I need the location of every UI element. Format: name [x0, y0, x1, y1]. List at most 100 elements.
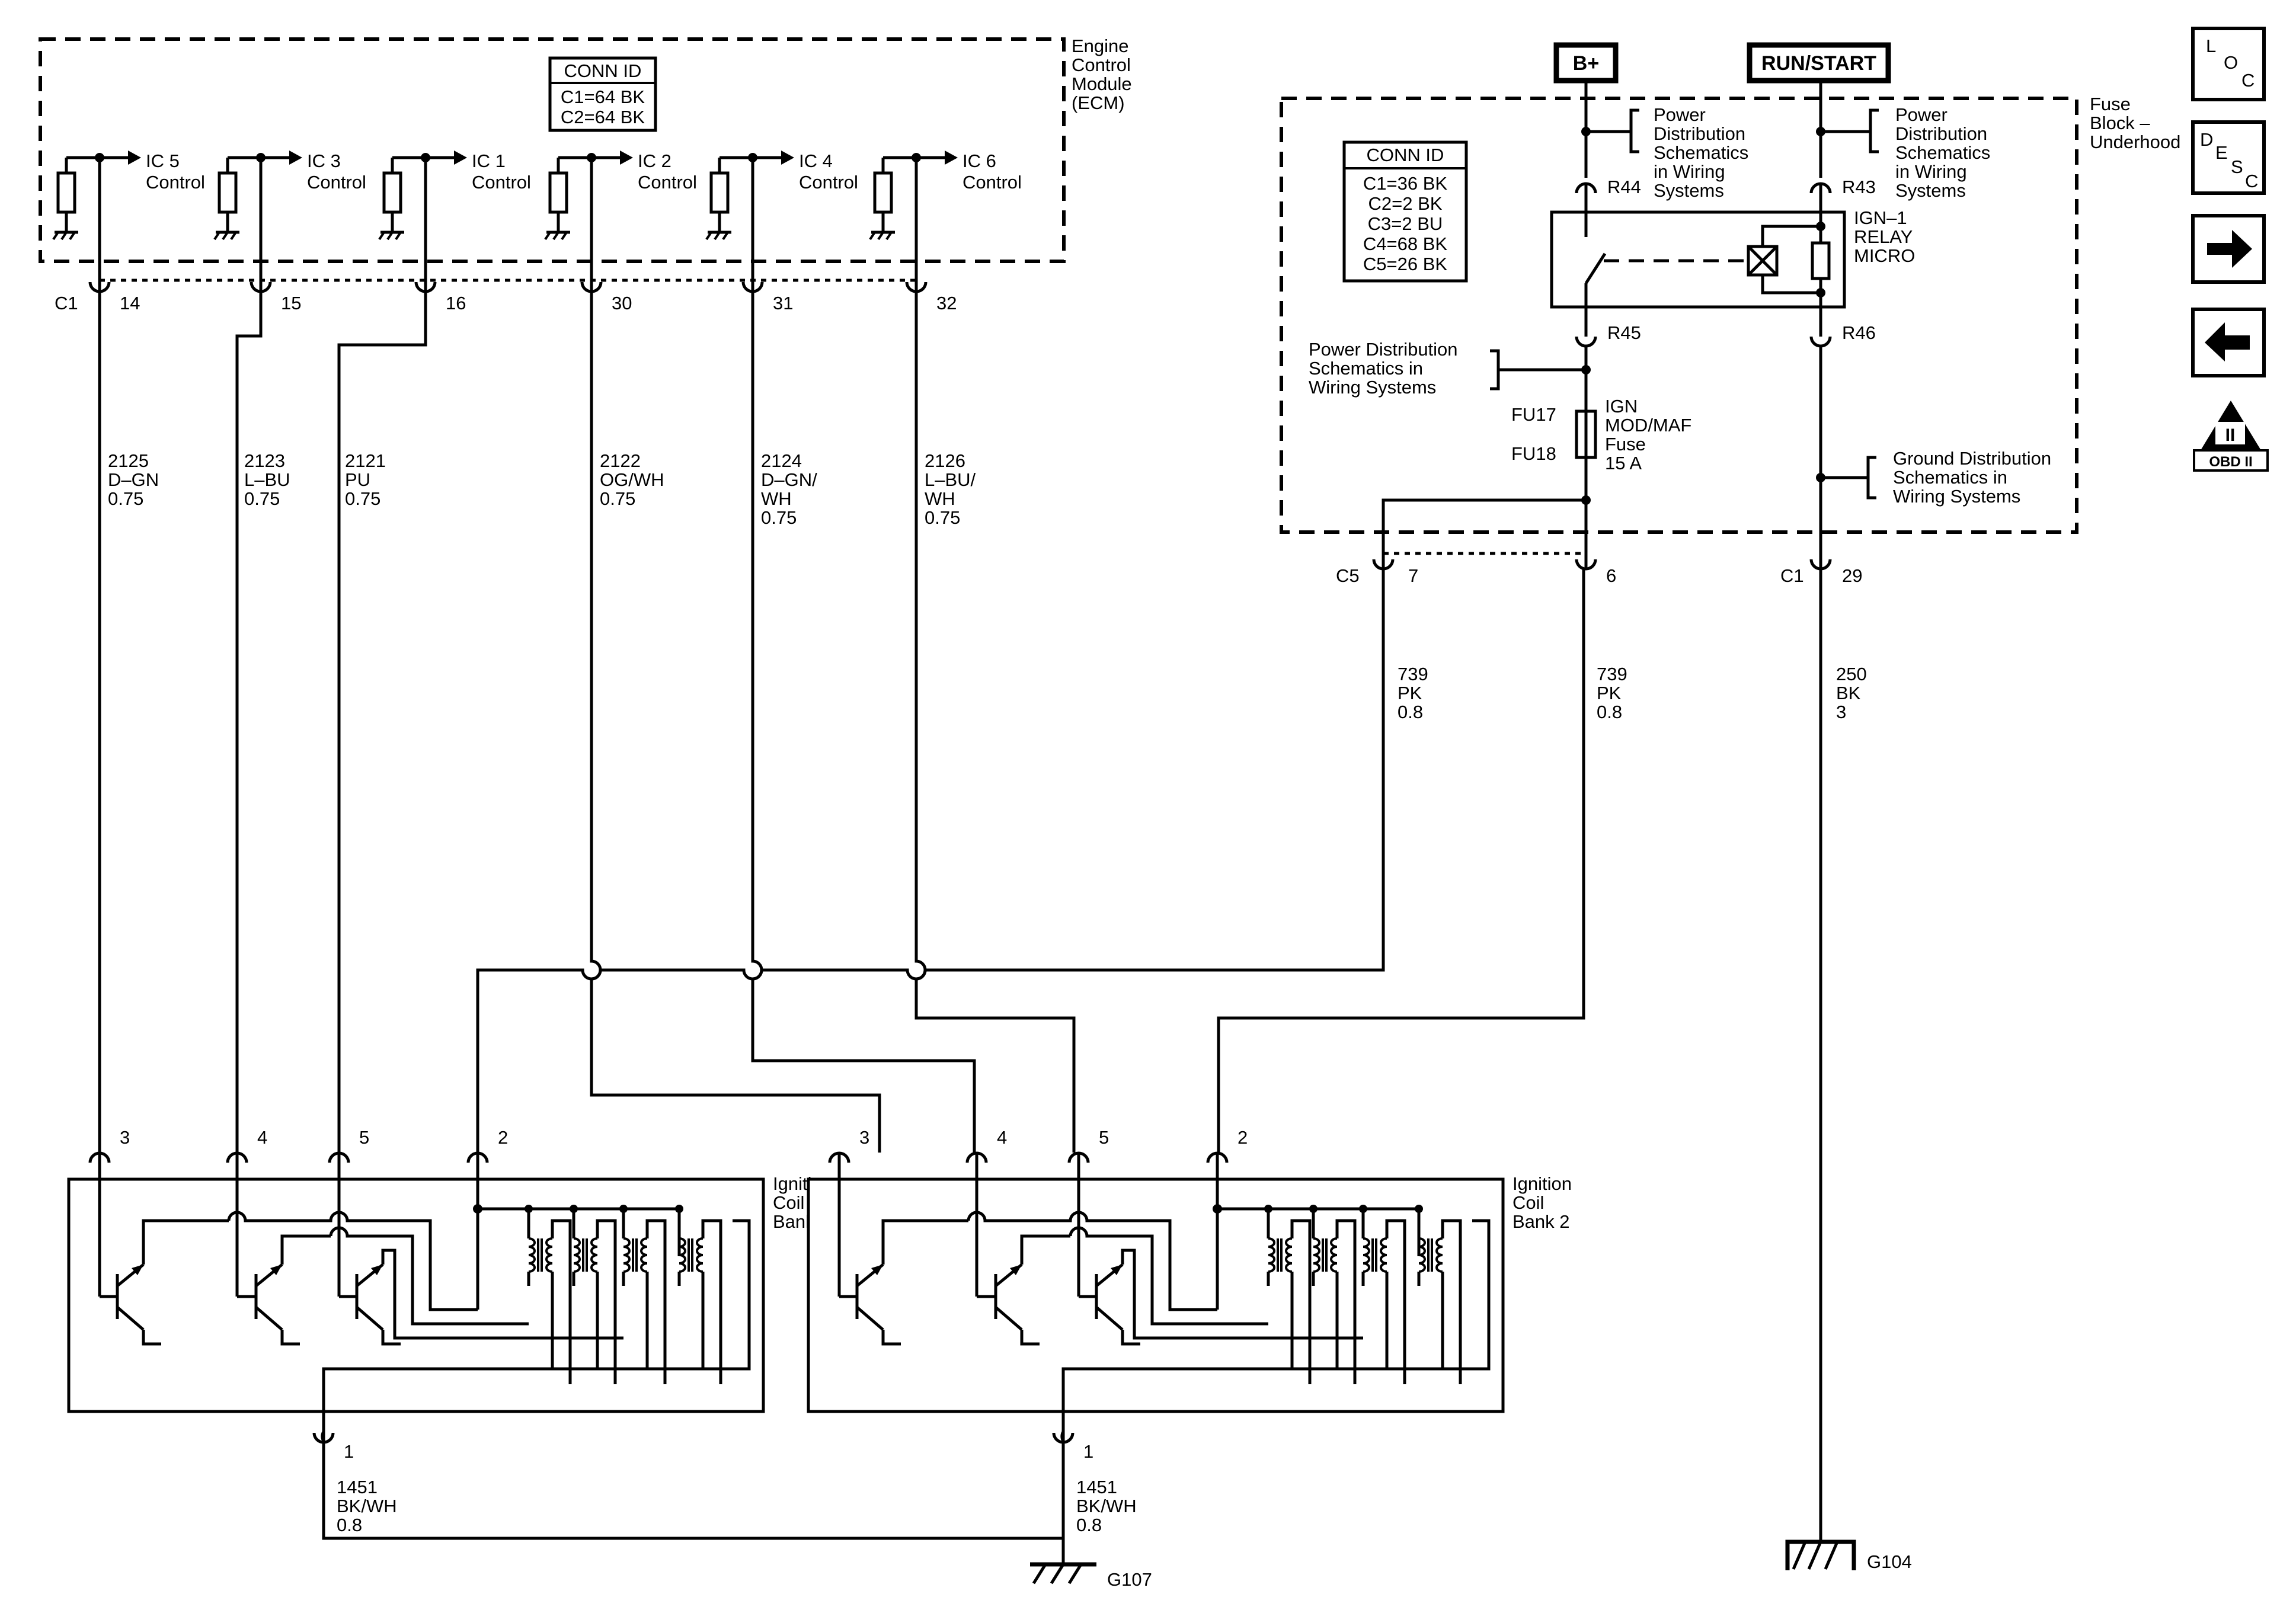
coil-bank-1-label-2: Coil: [773, 1192, 804, 1213]
pd-ref-right-b-5: Systems: [1654, 180, 1724, 201]
fuse-conn-id-title: CONN ID: [1367, 145, 1444, 165]
coil-bank-1-pin-3: 3: [120, 1127, 130, 1148]
desc-letter-c: C: [2245, 171, 2258, 191]
wire-739-left-l2: PK: [1398, 683, 1422, 703]
wire-739-left-l1: 739: [1398, 664, 1428, 684]
fuse-conn-id-line-2: C2=2 BK: [1368, 193, 1443, 214]
next-arrow-icon[interactable]: [2191, 214, 2266, 284]
wire-739-right-l1: 739: [1597, 664, 1627, 684]
c5-pin-6: 6: [1606, 565, 1616, 586]
g104-label: G104: [1867, 1551, 1912, 1572]
bplus-label: B+: [1573, 52, 1599, 75]
ecm-conn-id-line-2: C2=64 BK: [561, 107, 645, 127]
ign1-relay-micro: IGN–1 RELAY MICRO: [1550, 207, 1915, 309]
wire-label-6-l2: L–BU/: [925, 469, 976, 490]
ecm-driver-5-label: IC 4: [799, 151, 833, 171]
coil-bank-2-ground-pin: 1: [1083, 1441, 1093, 1462]
ecm-conn-id-box: CONN ID C1=64 BK C2=64 BK: [548, 56, 657, 132]
r45-label: R45: [1607, 322, 1641, 343]
wire-labels: 2125D–GN0.752123L–BU0.752121PU0.752122OG…: [108, 450, 976, 528]
wire-label-3-l3: 0.75: [345, 488, 380, 509]
fuse-conn-id-line-5: C5=26 BK: [1363, 254, 1448, 274]
pd-ref-right-b-3: Schematics: [1654, 142, 1748, 163]
fuse-block-label-2: Block –: [2090, 113, 2150, 133]
c5-label: C5: [1336, 565, 1360, 586]
wire-label-6-l1: 2126: [925, 450, 965, 471]
coil-bank-1-pin-5: 5: [359, 1127, 369, 1148]
wire-739-left: [476, 569, 1385, 1153]
wire-label-2-l1: 2123: [244, 450, 285, 471]
c1-label: C1: [1780, 565, 1804, 586]
pd-ref-right-r-5: Systems: [1895, 180, 1966, 201]
ign-mod-maf-fuse: FU17 FU18 IGN MOD/MAF Fuse 15 A: [1511, 396, 1691, 473]
coil-bank-1-pin-2: 2: [498, 1127, 508, 1148]
wire-label-4-l3: 0.75: [600, 488, 635, 509]
wire-label-1-l1: 2125: [108, 450, 149, 471]
loc-letter-o: O: [2224, 52, 2238, 73]
g107-label: G107: [1107, 1569, 1152, 1590]
ground-g104-icon: [1785, 1539, 1856, 1570]
wire-739-left-l3: 0.8: [1398, 702, 1423, 722]
fuse-block-conn-id-box: CONN ID C1=36 BK C2=2 BK C3=2 BU C4=68 B…: [1342, 140, 1468, 283]
ecm-conn-id-title: CONN ID: [564, 60, 642, 81]
coil-bank-2-label-2: Coil: [1512, 1192, 1544, 1213]
wire-2124: [751, 290, 976, 1153]
loc-icon[interactable]: L O C: [2191, 27, 2266, 101]
loc-letter-c: C: [2241, 70, 2255, 91]
ground-g107-icon: [1030, 1562, 1096, 1585]
pd-ref-left-3: Wiring Systems: [1309, 377, 1436, 398]
ecm-driver-1-label: IC 5: [146, 151, 180, 171]
ground-wire-2-l2: BK/WH: [1076, 1496, 1137, 1516]
desc-letter-s: S: [2231, 156, 2243, 177]
wire-2126: [914, 290, 1076, 1153]
ecm-connector-label: C1: [55, 293, 78, 313]
ecm-pin-15: 15: [281, 293, 301, 313]
ground-wire-2-l3: 0.8: [1076, 1515, 1102, 1535]
wire-label-2-l2: L–BU: [244, 469, 290, 490]
gd-ref-2: Schematics in: [1893, 467, 2007, 488]
obd-ii-icon[interactable]: II OBD II: [2193, 401, 2269, 472]
wire-label-1-l3: 0.75: [108, 488, 143, 509]
back-arrow-icon[interactable]: [2191, 308, 2266, 377]
wire-250-l1: 250: [1836, 664, 1867, 684]
relay-label-2: RELAY: [1854, 226, 1913, 247]
ground-wire-2-l1: 1451: [1076, 1477, 1117, 1497]
wire-250-l3: 3: [1836, 702, 1846, 722]
ecm-module: Engine Control Module (ECM) CONN ID C1=6…: [39, 36, 1132, 313]
desc-icon[interactable]: D E S C: [2191, 120, 2266, 195]
relay-label-3: MICRO: [1854, 245, 1915, 266]
c5-pin-7: 7: [1408, 565, 1418, 586]
fuse-conn-id-line-4: C4=68 BK: [1363, 233, 1448, 254]
ecm-driver-1-label-2: Control: [146, 172, 205, 193]
ecm-driver-3-label: IC 1: [472, 151, 506, 171]
wire-label-5-l3: WH: [761, 488, 792, 509]
loc-letter-l: L: [2206, 36, 2216, 56]
ground-wire-1-l2: BK/WH: [337, 1496, 397, 1516]
pd-ref-left-2: Schematics in: [1309, 358, 1423, 379]
pd-ref-left-1: Power Distribution: [1309, 339, 1458, 360]
ecm-label-line-4: (ECM): [1072, 92, 1125, 113]
fuse-block-label-3: Underhood: [2090, 132, 2180, 152]
fuse-conn-id-line-3: C3=2 BU: [1368, 213, 1443, 234]
ground-wire-1-l3: 0.8: [337, 1515, 362, 1535]
ecm-output-wires: [98, 290, 1822, 1542]
wire-label-3-l2: PU: [345, 469, 370, 490]
ecm-driver-4-label-2: Control: [638, 172, 697, 193]
fuse-label-3: Fuse: [1605, 434, 1646, 454]
wire-label-5-l1: 2124: [761, 450, 802, 471]
wire-label-6-l3: WH: [925, 488, 955, 509]
gd-ref-1: Ground Distribution: [1893, 448, 2051, 469]
fu18-label: FU18: [1511, 443, 1556, 464]
wire-label-6-l4: 0.75: [925, 507, 960, 528]
wire-label-4-l1: 2122: [600, 450, 641, 471]
coil-bank-2-label-3: Bank 2: [1512, 1211, 1570, 1232]
ecm-driver-6-label: IC 6: [962, 151, 996, 171]
ecm-pin-31: 31: [773, 293, 793, 313]
gd-ref-3: Wiring Systems: [1893, 486, 2020, 507]
